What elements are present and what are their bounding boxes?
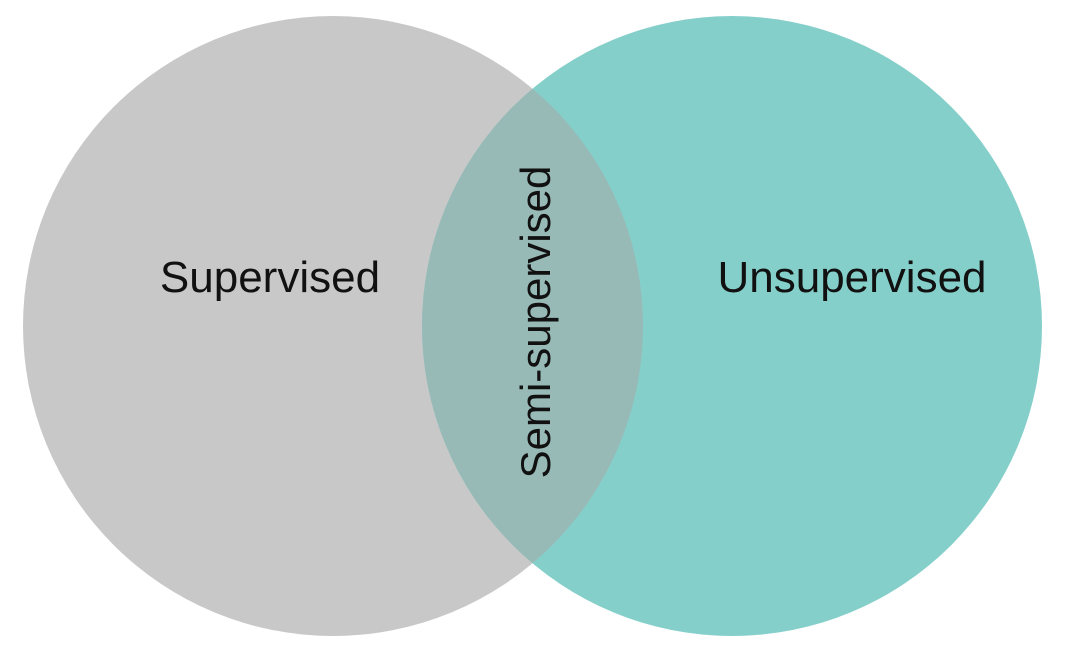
semi-supervised-label: Semi-supervised bbox=[512, 166, 559, 479]
intersection-region bbox=[422, 16, 643, 636]
supervised-label: Supervised bbox=[160, 253, 380, 302]
unsupervised-label: Unsupervised bbox=[717, 253, 986, 302]
